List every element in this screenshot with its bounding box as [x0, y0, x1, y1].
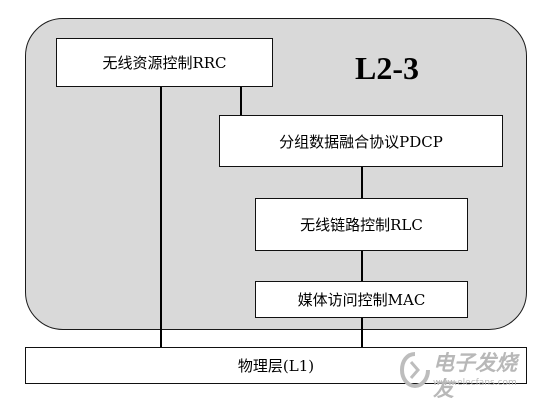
rrc-to-pdcp-connector: [240, 87, 242, 115]
rlc-to-mac-connector: [361, 251, 363, 281]
watermark-logo-icon: [400, 352, 430, 388]
watermark: 电子发烧友 www.elecfans.com: [400, 350, 530, 401]
rrc-box: 无线资源控制RRC: [56, 38, 273, 87]
pdcp-to-rlc-connector: [361, 167, 363, 198]
mac-box: 媒体访问控制MAC: [255, 281, 468, 318]
layer-label: L2-3: [355, 50, 419, 86]
mac-box-label: 媒体访问控制MAC: [297, 291, 426, 309]
physical-layer-label: 物理层(L1): [237, 357, 315, 375]
rlc-box-label: 无线链路控制RLC: [300, 216, 423, 234]
rrc-box-label: 无线资源控制RRC: [102, 54, 227, 72]
rlc-box: 无线链路控制RLC: [255, 198, 468, 251]
watermark-brand: 电子发烧友: [433, 351, 517, 401]
pdcp-box-label: 分组数据融合协议PDCP: [279, 132, 443, 151]
mac-to-phy-connector: [361, 318, 363, 347]
watermark-url: www.elecfans.com: [433, 378, 517, 388]
physical-layer-box: 物理层(L1): [25, 347, 527, 384]
rrc-to-phy-connector: [160, 87, 162, 347]
pdcp-box: 分组数据融合协议PDCP: [219, 115, 503, 167]
